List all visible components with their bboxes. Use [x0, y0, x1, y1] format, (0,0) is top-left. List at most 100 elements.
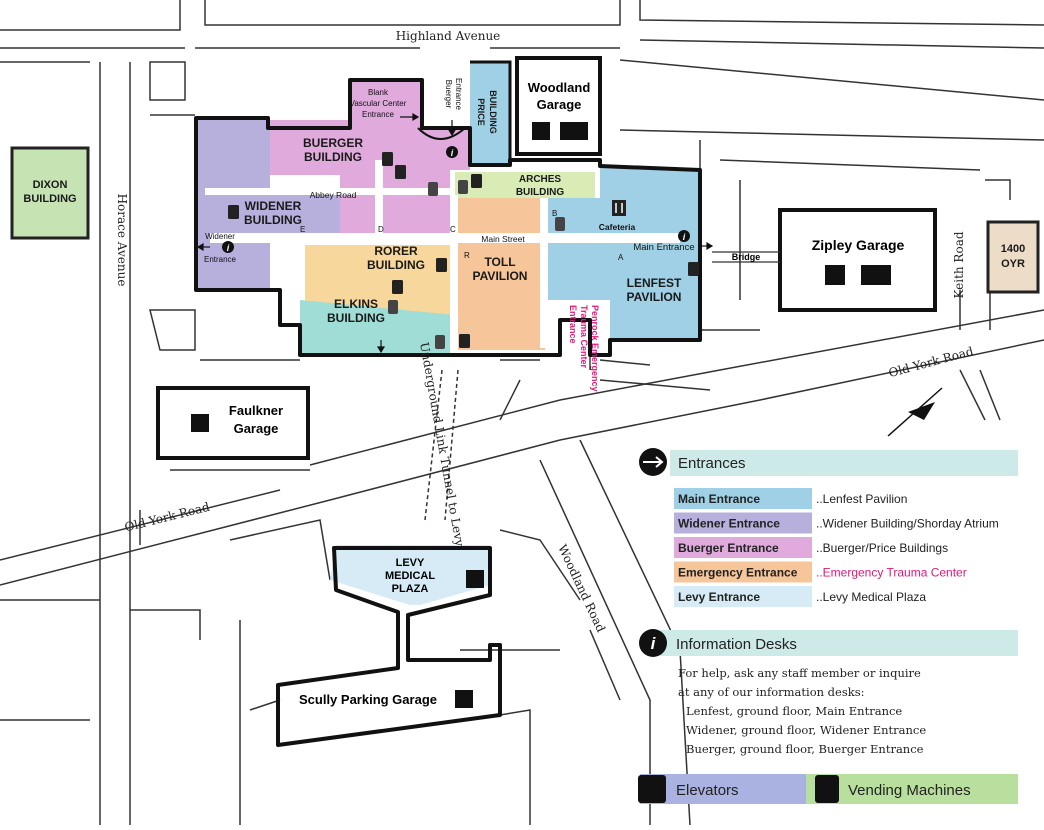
- dixon-label-2: BUILDING: [23, 193, 76, 205]
- accessible-icon: [825, 265, 845, 285]
- woodland-garage-label-1: Woodland: [528, 80, 591, 95]
- rorer-building: [305, 245, 455, 315]
- widener-entrance-label-2: Entrance: [204, 255, 237, 264]
- letter-d: D: [378, 225, 384, 234]
- elevator-icon: [638, 775, 666, 803]
- letter-r: R: [464, 251, 470, 260]
- entrance-name: Levy Entrance: [678, 590, 760, 604]
- letter-e: E: [300, 225, 305, 234]
- info-line-4: Widener, ground floor, Widener Entrance: [686, 723, 926, 737]
- highland-avenue-label: Highland Avenue: [396, 29, 501, 43]
- blank-entrance-label-1: Blank: [368, 88, 389, 97]
- woodland-garage: Woodland Garage: [515, 56, 602, 156]
- accessible-icon: [455, 690, 473, 708]
- dixon-building: DIXON BUILDING: [10, 146, 90, 240]
- elkins-label-2: BUILDING: [327, 311, 385, 325]
- vending-machine-icon: [815, 775, 839, 803]
- elkins-label-1: ELKINS: [334, 297, 378, 311]
- entrance-name: Main Entrance: [678, 492, 760, 506]
- elevator-icon: [382, 152, 393, 166]
- svg-text:i: i: [683, 232, 686, 242]
- oyr-label-1: 1400: [1001, 243, 1025, 255]
- entrances-title: Entrances: [678, 455, 746, 472]
- abbey-road-label: Abbey Road: [310, 190, 357, 200]
- legend: Entrances Main Entrance ..Lenfest Pavilio…: [638, 448, 1018, 804]
- woodland-road-label: Woodland Road: [555, 542, 608, 634]
- blank-entrance-label-2: Vascular Center: [350, 99, 407, 108]
- accessible-icon: [532, 122, 550, 140]
- info-line-3: Lenfest, ground floor, Main Entrance: [686, 704, 902, 718]
- scully-garage: Scully Parking Garage: [299, 690, 473, 708]
- zipley-garage: Zipley Garage: [778, 208, 937, 312]
- oyr-label-2: OYR: [1001, 258, 1025, 270]
- letter-c: C: [450, 225, 456, 234]
- info-icon: [639, 629, 667, 657]
- bridge: Bridge: [712, 251, 780, 263]
- vending-icon: [555, 217, 565, 231]
- buerger-entrance-label-2: Entrance: [454, 78, 463, 111]
- main-street-label: Main Street: [481, 234, 525, 244]
- lenfest-label-2: PAVILION: [627, 290, 682, 304]
- elevator-icon: [395, 165, 406, 179]
- entrance-swatch: [674, 561, 812, 583]
- entrance-description: ..Lenfest Pavilion: [816, 492, 907, 506]
- horace-avenue-label: Horace Avenue: [115, 194, 129, 287]
- oyr-building: 1400 OYR: [986, 220, 1040, 294]
- vending-icon: [388, 300, 398, 314]
- svg-text:i: i: [651, 634, 657, 653]
- cafeteria-icon: [612, 200, 626, 216]
- bicycle-icon: [861, 265, 891, 285]
- elevator-icon: [392, 280, 403, 294]
- blank-entrance-label-3: Entrance: [362, 110, 395, 119]
- svg-text:i: i: [451, 148, 454, 158]
- toll-label-1: TOLL: [484, 255, 515, 269]
- toll-label-2: PAVILION: [473, 269, 528, 283]
- vending-icon: [458, 180, 468, 194]
- bridge-label: Bridge: [732, 252, 761, 262]
- elevator-markers: [228, 152, 699, 348]
- elevator-icon: [228, 205, 239, 219]
- levy-medical-plaza: LEVY MEDICAL PLAZA: [276, 545, 502, 747]
- entrance-name: Buerger Entrance: [678, 541, 779, 555]
- main-entrance-label: Main Entrance: [633, 242, 694, 253]
- emergency-label-1: Penrock Emergency: [590, 305, 600, 392]
- building-labels: BUERGER BUILDING WIDENER BUILDING RORER …: [244, 90, 682, 325]
- cafeteria-label: Cafeteria: [599, 222, 636, 232]
- price-label-2: BUILDING: [488, 90, 498, 134]
- entrance-swatch: [674, 512, 812, 534]
- faulkner-garage: Faulkner Garage: [156, 386, 310, 460]
- entrance-name: Widener Entrance: [678, 517, 780, 531]
- price-building: [470, 62, 510, 165]
- scully-garage-label: Scully Parking Garage: [299, 692, 437, 707]
- dixon-label-1: DIXON: [33, 179, 68, 191]
- levy-label-1: LEVY: [396, 557, 425, 569]
- letter-a: A: [618, 253, 624, 262]
- accessible-icon: [191, 414, 209, 432]
- info-line-1: For help, ask any staff member or inquir…: [678, 666, 921, 680]
- levy-label-2: MEDICAL: [385, 570, 435, 582]
- entrance-description: ..Emergency Trauma Center: [816, 566, 967, 580]
- widener-label-1: WIDENER: [245, 199, 302, 213]
- woodland-garage-label-2: Garage: [537, 97, 582, 112]
- info-line-5: Buerger, ground floor, Buerger Entrance: [686, 742, 924, 756]
- interior-labels: Abbey Road Main Street Blank Vascular Ce…: [204, 78, 695, 392]
- faulkner-garage-label-1: Faulkner: [229, 403, 283, 418]
- arches-building: [455, 172, 595, 198]
- lenfest-label-1: LENFEST: [627, 276, 682, 290]
- price-label-1: PRICE: [476, 98, 486, 126]
- buerger-label-2: BUILDING: [304, 150, 362, 164]
- faulkner-garage-label-2: Garage: [234, 421, 279, 436]
- vending-markers: [388, 180, 565, 349]
- keith-road-label: Keith Road: [952, 231, 966, 298]
- info-icon-lenfest: [678, 230, 690, 242]
- vending-icon: [435, 335, 445, 349]
- elevator-icon: [436, 258, 447, 272]
- emergency-label-3: Entrance: [568, 305, 578, 344]
- letter-b: B: [552, 209, 557, 218]
- bicycle-icon: [560, 122, 588, 140]
- info-icon-buerger: [446, 146, 458, 158]
- lenfest-building: [545, 166, 700, 340]
